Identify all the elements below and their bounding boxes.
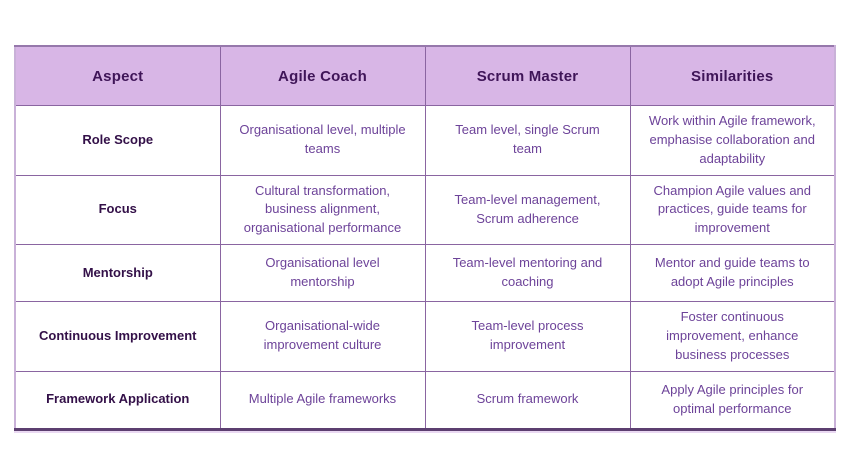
scrum-master-cell: Team-level management, Scrum adherence bbox=[424, 174, 631, 246]
column-header-aspect: Aspect bbox=[14, 45, 221, 106]
agile-coach-cell: Multiple Agile frameworks bbox=[219, 370, 426, 430]
column-header-similarities: Similarities bbox=[629, 45, 836, 106]
scrum-master-cell: Team-level process improvement bbox=[424, 301, 631, 372]
similarities-cell: Champion Agile values and practices, gui… bbox=[629, 174, 836, 246]
scrum-master-cell: Team level, single Scrum team bbox=[424, 105, 631, 176]
agile-coach-cell: Organisational level mentorship bbox=[219, 244, 426, 303]
agile-coach-cell: Cultural transformation, business alignm… bbox=[219, 174, 426, 246]
table-row-framework-application: Framework Application Multiple Agile fra… bbox=[14, 370, 836, 430]
scrum-master-cell: Team-level mentoring and coaching bbox=[424, 244, 631, 303]
table-row-role-scope: Role Scope Organisational level, multipl… bbox=[14, 105, 836, 176]
column-header-agile-coach: Agile Coach bbox=[219, 45, 426, 106]
column-header-scrum-master: Scrum Master bbox=[424, 45, 631, 106]
aspect-cell: Role Scope bbox=[14, 105, 221, 176]
table-row-continuous-improvement: Continuous Improvement Organisational-wi… bbox=[14, 301, 836, 372]
agile-coach-cell: Organisational level, multiple teams bbox=[219, 105, 426, 176]
table-row-mentorship: Mentorship Organisational level mentorsh… bbox=[14, 244, 836, 303]
table-header: Aspect Agile Coach Scrum Master Similari… bbox=[14, 45, 836, 106]
similarities-cell: Work within Agile framework, emphasise c… bbox=[629, 105, 836, 176]
table-body: Role Scope Organisational level, multipl… bbox=[14, 105, 836, 430]
table-row-focus: Focus Cultural transformation, business … bbox=[14, 174, 836, 246]
similarities-cell: Mentor and guide teams to adopt Agile pr… bbox=[629, 244, 836, 303]
aspect-cell: Mentorship bbox=[14, 244, 221, 303]
similarities-cell: Apply Agile principles for optimal perfo… bbox=[629, 370, 836, 430]
scrum-master-cell: Scrum framework bbox=[424, 370, 631, 430]
aspect-cell: Framework Application bbox=[14, 370, 221, 430]
header-row: Aspect Agile Coach Scrum Master Similari… bbox=[14, 45, 836, 106]
aspect-cell: Continuous Improvement bbox=[14, 301, 221, 372]
agile-coach-cell: Organisational-wide improvement culture bbox=[219, 301, 426, 372]
similarities-cell: Foster continuous improvement, enhance b… bbox=[629, 301, 836, 372]
aspect-cell: Focus bbox=[14, 174, 221, 246]
agile-coach-vs-scrum-master-table: Aspect Agile Coach Scrum Master Similari… bbox=[14, 45, 836, 431]
